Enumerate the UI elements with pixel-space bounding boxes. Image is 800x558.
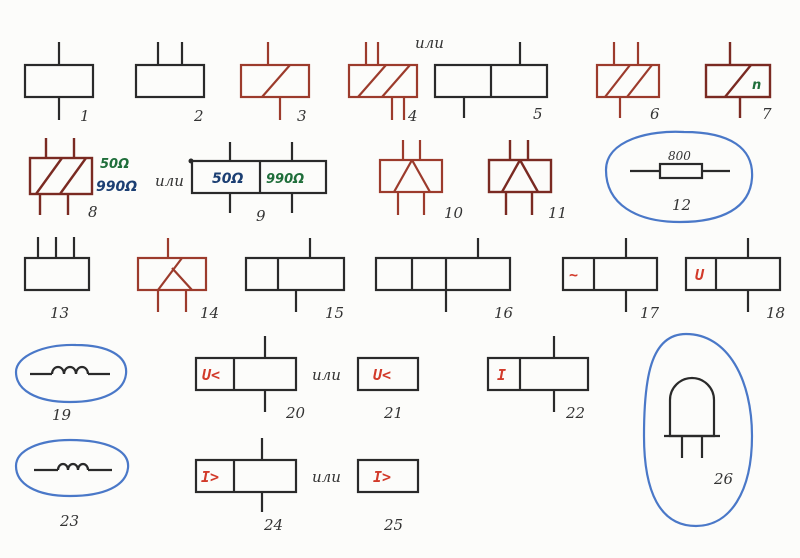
symbol-23: 23 <box>14 438 130 530</box>
u-mark: U <box>695 266 705 284</box>
label-10: 10 <box>444 204 464 222</box>
symbol-3: 3 <box>239 42 311 125</box>
label-22: 22 <box>565 404 585 422</box>
symbol-2: 2 <box>134 42 206 125</box>
i-mark: I <box>497 366 506 384</box>
symbol-6: 6 <box>595 42 661 123</box>
or-text: или <box>415 34 444 52</box>
symbol-19: 19 <box>14 343 128 424</box>
symbol-17: ~ 17 <box>561 238 660 322</box>
label-26: 26 <box>713 470 734 488</box>
label-9: 9 <box>256 207 266 225</box>
label-21: 21 <box>383 404 403 422</box>
label-4: 4 <box>407 107 418 125</box>
symbol-14: 14 <box>136 238 219 322</box>
symbol-1: 1 <box>23 42 95 125</box>
resistance-1: 50Ω <box>100 157 129 172</box>
label-14: 14 <box>200 304 219 322</box>
symbol-21: U< 21 <box>356 356 420 422</box>
label-13: 13 <box>50 304 69 322</box>
symbol-24: I> 24 или <box>194 438 341 534</box>
symbol-11: 11 <box>487 140 567 222</box>
label-15: 15 <box>325 304 344 322</box>
symbol-5: или 5 <box>415 34 549 123</box>
symbol-26: 26 <box>642 332 754 528</box>
symbol-15: 15 <box>244 238 346 322</box>
label-19: 19 <box>52 406 72 424</box>
symbol-4: 4 <box>347 42 419 125</box>
u-less-mark: U< <box>373 366 391 384</box>
symbol-25: I> 25 <box>356 458 420 534</box>
label-2: 2 <box>193 107 204 125</box>
label-18: 18 <box>766 304 785 322</box>
or-text: или <box>155 172 184 190</box>
ac-tilde-mark: ~ <box>569 266 578 284</box>
label-12: 12 <box>672 196 691 214</box>
label-7: 7 <box>762 105 772 123</box>
label-1: 1 <box>80 107 90 125</box>
label-6: 6 <box>650 105 660 123</box>
or-text: или <box>312 366 341 384</box>
resistor-value: 800 <box>668 149 691 163</box>
label-24: 24 <box>263 516 283 534</box>
i-greater-mark: I> <box>373 468 391 486</box>
symbol-20: U< 20 или <box>194 336 341 422</box>
resistance-2: 990Ω <box>96 179 137 195</box>
label-8: 8 <box>88 203 98 221</box>
symbol-7: n 7 <box>704 42 772 123</box>
symbol-16: 16 <box>374 238 514 322</box>
symbol-9: или 50Ω 990Ω 9 <box>155 142 328 225</box>
label-20: 20 <box>285 404 306 422</box>
i-greater-mark: I> <box>201 468 219 486</box>
symbol-10: 10 <box>378 140 464 222</box>
label-3: 3 <box>297 107 307 125</box>
label-11: 11 <box>548 204 567 222</box>
label-23: 23 <box>59 512 79 530</box>
symbol-8: 50Ω 990Ω 8 <box>28 138 137 221</box>
label-16: 16 <box>494 304 514 322</box>
resistance-2: 990Ω <box>266 172 304 187</box>
u-less-mark: U< <box>202 366 220 384</box>
or-text: или <box>312 468 341 486</box>
resistance-1: 50Ω <box>212 171 243 187</box>
label-25: 25 <box>383 516 403 534</box>
symbol-18: U 18 <box>684 238 785 322</box>
n-mark: n <box>752 78 761 93</box>
symbol-13: 13 <box>23 237 91 322</box>
label-5: 5 <box>533 105 543 123</box>
symbol-22: I 22 <box>486 336 590 422</box>
symbol-12: 800 12 <box>604 130 754 224</box>
label-17: 17 <box>640 304 660 322</box>
